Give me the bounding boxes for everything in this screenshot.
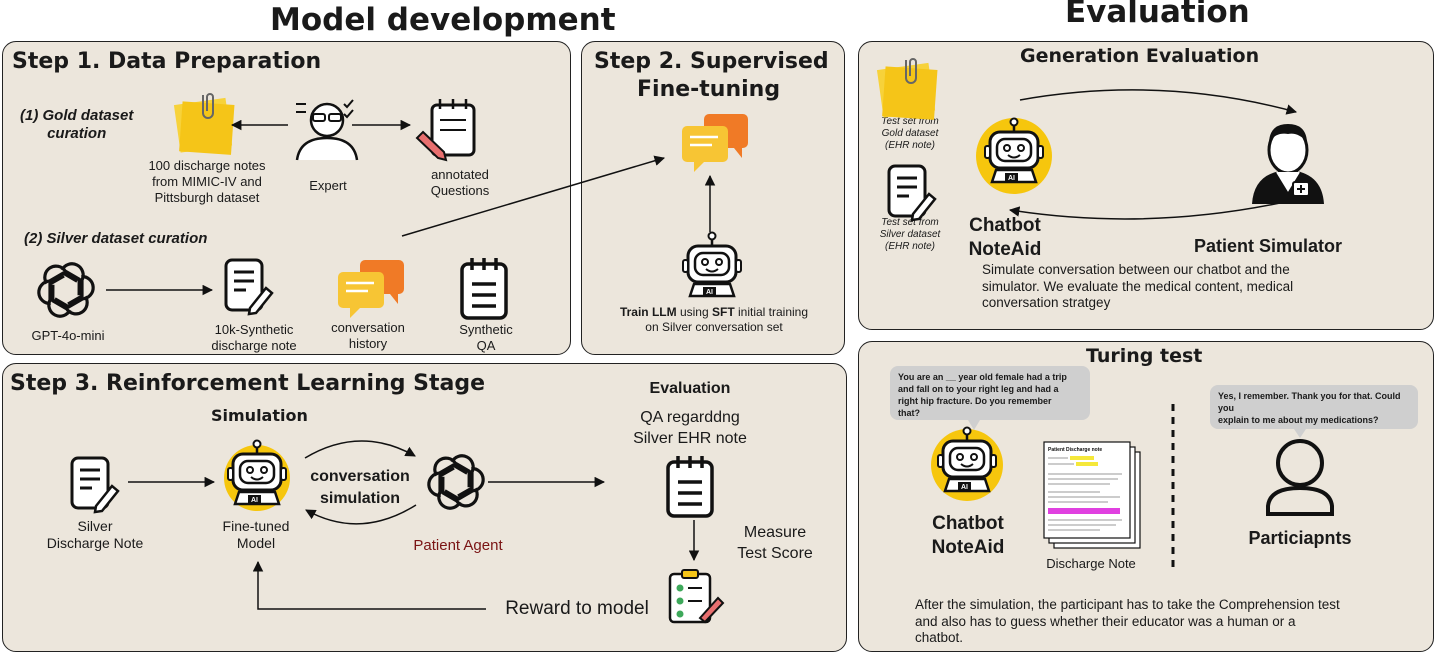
fine-tuned-model-label: Fine-tuned Model xyxy=(222,518,290,551)
evaluation-label: Evaluation xyxy=(649,380,731,397)
silver-dataset-label: (2) Silver dataset curation xyxy=(24,230,208,247)
annotated-questions-label: annotated Questions xyxy=(430,167,490,198)
step2-caption-line2: on Silver conversation set xyxy=(645,320,783,334)
gold-dataset-label: (1) Gold dataset curation xyxy=(20,107,134,142)
silver-discharge-note-label: Silver Discharge Note xyxy=(46,518,144,551)
gold-test-set-label: Test set from Gold dataset (EHR note) xyxy=(881,116,939,151)
step2-title-line2: Fine-tuning xyxy=(637,77,781,102)
expert-label: Expert xyxy=(309,178,347,193)
turing-description: After the simulation, the participant ha… xyxy=(915,597,1340,645)
participants-label: Particiapnts xyxy=(1248,528,1352,548)
chatbot-noteaid-label-turing: Chatbot NoteAid xyxy=(931,513,1005,558)
patient-simulator-label: Patient Simulator xyxy=(1193,236,1343,256)
synthetic-note-label: 10k-Synthetic discharge note xyxy=(211,322,297,353)
conversation-simulation-label: conversation simulation xyxy=(310,468,410,507)
measure-test-score-label: Measure Test Score xyxy=(737,524,813,562)
evaluation-title: Evaluation xyxy=(1065,0,1250,30)
step1-title: Step 1. Data Preparation xyxy=(12,49,322,74)
gpt-label: GPT-4o-mini xyxy=(31,328,105,343)
discharge-note-label: Discharge Note xyxy=(1046,556,1136,571)
reward-to-model-label: Reward to model xyxy=(505,598,649,619)
participant-speech-bubble: Yes, I remember. Thank you for that. Cou… xyxy=(1210,385,1418,429)
synthetic-qa-label: Synthetic QA xyxy=(459,322,513,353)
step2-caption-line1: Train LLM using SFT initial training xyxy=(619,305,809,319)
conversation-history-label: conversation history xyxy=(331,320,405,351)
generation-description: Simulate conversation between our chatbo… xyxy=(982,262,1294,310)
chatbot-speech-bubble: You are an __ year old female had a trip… xyxy=(890,366,1090,420)
step3-title: Step 3. Reinforcement Learning Stage xyxy=(10,371,486,396)
silver-test-set-label: Test set from Silver dataset (EHR note) xyxy=(879,217,941,252)
step2-title-line1: Step 2. Supervised xyxy=(594,49,829,74)
generation-panel xyxy=(858,41,1434,330)
turing-title: Turing test xyxy=(1086,345,1203,367)
qa-silver-label: QA regarddng Silver EHR note xyxy=(633,409,747,447)
generation-title: Generation Evaluation xyxy=(1020,45,1260,67)
patient-agent-label: Patient Agent xyxy=(413,537,503,554)
model-development-title: Model development xyxy=(270,2,616,38)
discharge-notes-label: 100 discharge notes from MIMIC-IV and Pi… xyxy=(148,158,266,205)
chatbot-noteaid-label-gen: Chatbot NoteAid xyxy=(968,215,1042,260)
simulation-label: Simulation xyxy=(211,406,308,425)
